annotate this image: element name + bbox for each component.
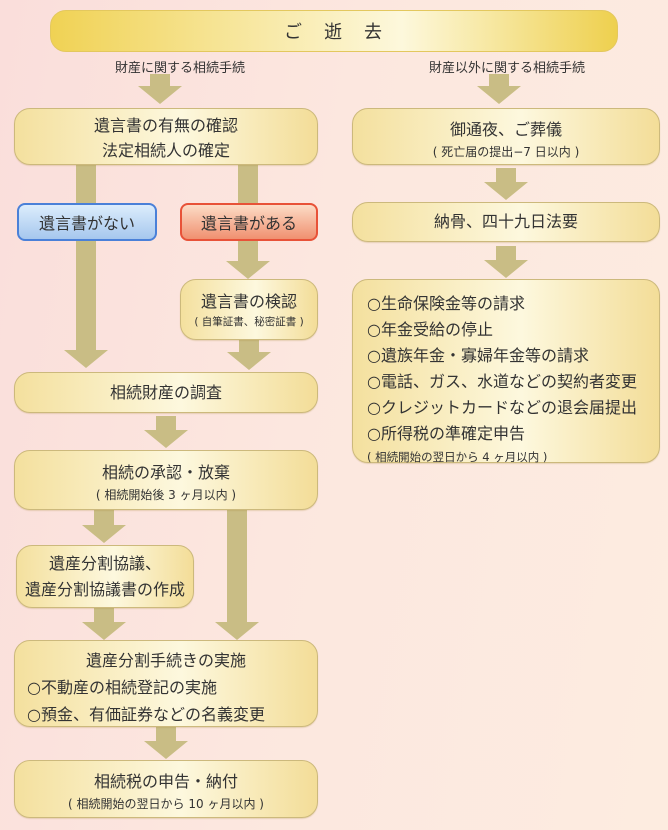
label-nonproperty-procedures: 財産以外に関する相続手続 [428, 61, 585, 76]
arrow-shaft [239, 340, 259, 352]
arrow-head [144, 430, 188, 448]
checklist-item: ○遺族年金・寡婦年金等の請求 [367, 346, 589, 365]
arrow-shaft [76, 165, 96, 350]
node-title: 遺言書の検認 [200, 292, 297, 311]
arrow-head [144, 741, 188, 759]
node-note: ( 死亡届の提出−7 日以内 ) [432, 145, 580, 159]
node-line: 遺言書の有無の確認 [93, 116, 238, 135]
arrow-head [82, 622, 126, 640]
arrow-head [82, 525, 126, 543]
arrow-down-icon [144, 416, 188, 448]
arrow-shaft [150, 74, 170, 86]
node-note: ( 相続開始の翌日から 4 ヶ月以内 ) [367, 450, 548, 464]
node-title: 相続財産の調査 [109, 383, 222, 402]
arrow-head [484, 182, 528, 200]
node-title: 遺産分割手続きの実施 [85, 651, 246, 670]
arrow-head [64, 350, 108, 368]
node-estate-survey: 相続財産の調査 [14, 372, 318, 413]
arrow-down-icon [82, 510, 126, 543]
arrow-head [138, 86, 182, 104]
arrow-down-icon [227, 340, 271, 370]
tag-no-will: 遺言書がない [17, 203, 157, 241]
arrow-down-icon [64, 165, 108, 368]
arrow-down-icon [484, 168, 528, 200]
arrow-shaft [156, 727, 176, 741]
arrow-down-icon [215, 510, 259, 640]
arrow-shaft [156, 416, 176, 430]
node-note: ( 相続開始の翌日から 10 ヶ月以内 ) [68, 797, 264, 811]
node-procedures-checklist: ○生命保険金等の請求 ○年金受給の停止 ○遺族年金・寡婦年金等の請求 ○電話、ガ… [352, 279, 660, 464]
arrow-head [484, 260, 528, 278]
arrow-down-icon [138, 74, 182, 104]
node-division-agreement: 遺産分割協議、 遺産分割協議書の作成 [16, 545, 194, 608]
node-approval-renunciation: 相続の承認・放棄 ( 相続開始後 3 ヶ月以内 ) [14, 450, 318, 510]
node-will-probate: 遺言書の検認 ( 自筆証書、秘密証書 ) [180, 279, 318, 340]
arrow-shaft [227, 510, 247, 622]
arrow-shaft [94, 608, 114, 622]
arrow-down-icon [477, 74, 521, 104]
arrow-down-icon [484, 246, 528, 278]
arrow-shaft [94, 510, 114, 525]
node-title: 相続の承認・放棄 [101, 463, 230, 482]
checklist-item: ○電話、ガス、水道などの契約者変更 [367, 372, 637, 391]
banner-text: ご 逝 去 [284, 22, 384, 43]
arrow-shaft [489, 74, 509, 86]
arrow-head [215, 622, 259, 640]
checklist-item: ○生命保険金等の請求 [367, 294, 525, 313]
label-property-procedures: 財産に関する相続手続 [114, 61, 245, 76]
checklist-item: ○年金受給の停止 [367, 320, 493, 339]
node-wake-funeral: 御通夜、ご葬儀 ( 死亡届の提出−7 日以内 ) [352, 108, 660, 165]
node-title: 相続税の申告・納付 [93, 772, 238, 791]
banner-deceased: ご 逝 去 [50, 10, 618, 52]
arrow-shaft [496, 168, 516, 182]
arrow-head [226, 261, 270, 279]
node-title: 御通夜、ご葬儀 [449, 120, 562, 139]
tag-has-will: 遺言書がある [180, 203, 318, 241]
arrow-down-icon [144, 727, 188, 759]
checklist-item: ○所得税の準確定申告 [367, 424, 525, 443]
node-line: 遺産分割協議、 [48, 554, 161, 573]
checklist-item: ○クレジットカードなどの退会届提出 [367, 398, 637, 417]
arrow-down-icon [82, 608, 126, 640]
node-note: ( 自筆証書、秘密証書 ) [194, 316, 304, 328]
node-confirm-will: 遺言書の有無の確認 法定相続人の確定 [14, 108, 318, 165]
node-item: ○不動産の相続登記の実施 [27, 678, 217, 697]
node-interment-49th-day: 納骨、四十九日法要 [352, 202, 660, 242]
tag-label: 遺言書がある [200, 214, 297, 233]
node-inheritance-tax: 相続税の申告・納付 ( 相続開始の翌日から 10 ヶ月以内 ) [14, 760, 318, 818]
arrow-shaft [496, 246, 516, 260]
node-line: 法定相続人の確定 [101, 141, 230, 160]
tag-label: 遺言書がない [38, 214, 135, 233]
arrow-head [227, 352, 271, 370]
node-note: ( 相続開始後 3 ヶ月以内 ) [95, 488, 237, 502]
node-line: 遺産分割協議書の作成 [24, 580, 185, 599]
arrow-head [477, 86, 521, 104]
node-title: 納骨、四十九日法要 [433, 212, 578, 231]
node-item: ○預金、有価証券などの名義変更 [27, 705, 265, 724]
node-division-execution: 遺産分割手続きの実施 ○不動産の相続登記の実施 ○預金、有価証券などの名義変更 [14, 640, 318, 727]
